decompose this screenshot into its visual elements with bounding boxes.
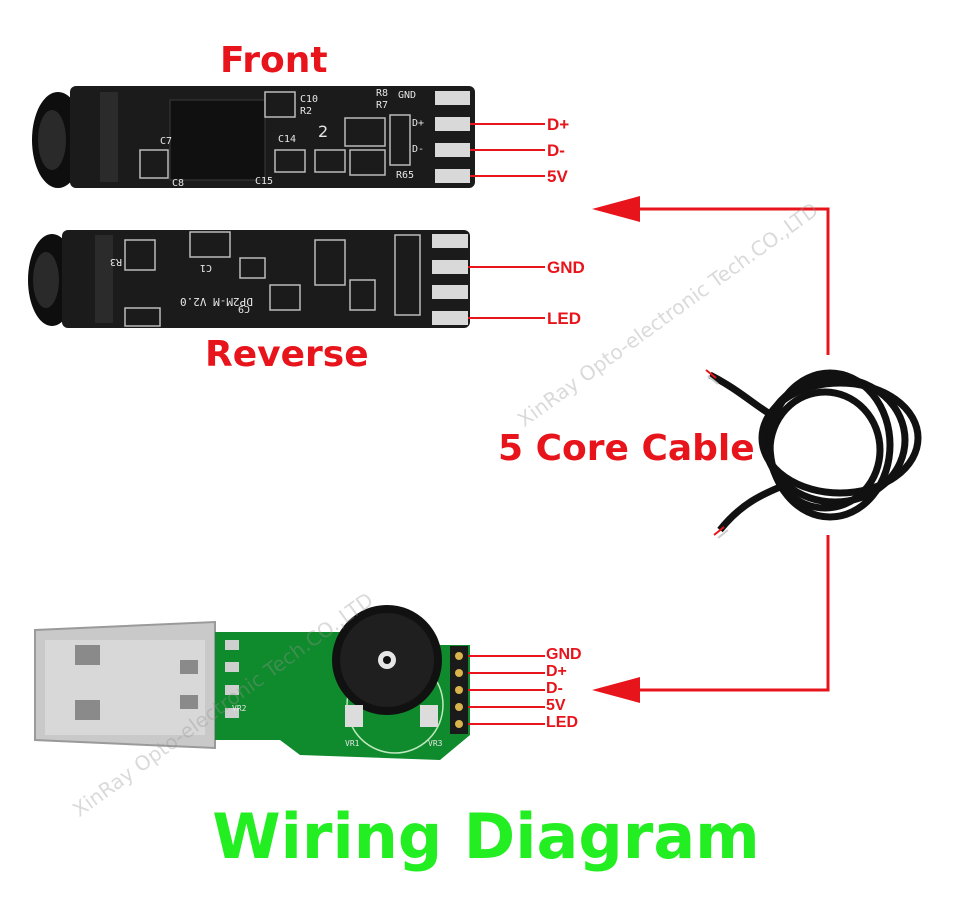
cable-coil-graphic	[708, 369, 922, 533]
silk-2: 2	[318, 122, 329, 141]
usb-board	[34, 605, 470, 760]
silk-dplus: D+	[412, 118, 425, 129]
silk-dminus: D-	[412, 144, 425, 155]
silk-gnd: GND	[398, 90, 417, 101]
reverse-pin-leads	[468, 266, 545, 319]
front-pin-dminus: D-	[547, 141, 565, 160]
reverse-pin-led: LED	[547, 309, 581, 328]
front-pin-leads	[470, 123, 545, 177]
silk-c15: C15	[255, 176, 274, 187]
front-camera-module	[32, 86, 475, 188]
front-heading: Front	[220, 40, 328, 81]
silk-c1: C1	[200, 262, 213, 273]
silk-c9: C9	[238, 303, 251, 314]
front-pin-5v: 5V	[547, 167, 568, 186]
silk-r7: R7	[376, 100, 389, 111]
usb-pin-dplus: D+	[546, 663, 567, 680]
silk-c10: C10	[300, 94, 319, 105]
cable-label: 5 Core Cable	[498, 428, 755, 469]
cable-wire-tips	[705, 369, 729, 539]
front-pin-dplus: D+	[547, 115, 570, 134]
usb-pin-dminus: D-	[546, 680, 563, 697]
silk-c14: C14	[278, 134, 297, 145]
usb-pin-gnd: GND	[546, 646, 582, 663]
reverse-camera-module	[28, 230, 470, 328]
silk-vr3: VR3	[428, 739, 443, 748]
silk-r65: R65	[396, 170, 415, 181]
silk-c8: C8	[172, 178, 185, 189]
diagram-title: Wiring Diagram	[212, 800, 760, 873]
silk-r3: R3	[110, 256, 123, 267]
silk-vr2: VR2	[232, 704, 247, 713]
silk-c7: C7	[160, 136, 173, 147]
usb-pin-leads	[468, 655, 545, 725]
silk-vr1: VR1	[345, 739, 360, 748]
silk-r8: R8	[376, 88, 389, 99]
reverse-heading: Reverse	[205, 334, 369, 375]
usb-pin-led: LED	[546, 714, 578, 731]
reverse-pin-gnd: GND	[547, 258, 585, 277]
arrow-to-usb-board	[592, 535, 830, 703]
arrow-to-camera	[592, 196, 830, 355]
usb-pin-5v: 5V	[546, 697, 566, 714]
silk-r2: R2	[300, 106, 313, 117]
